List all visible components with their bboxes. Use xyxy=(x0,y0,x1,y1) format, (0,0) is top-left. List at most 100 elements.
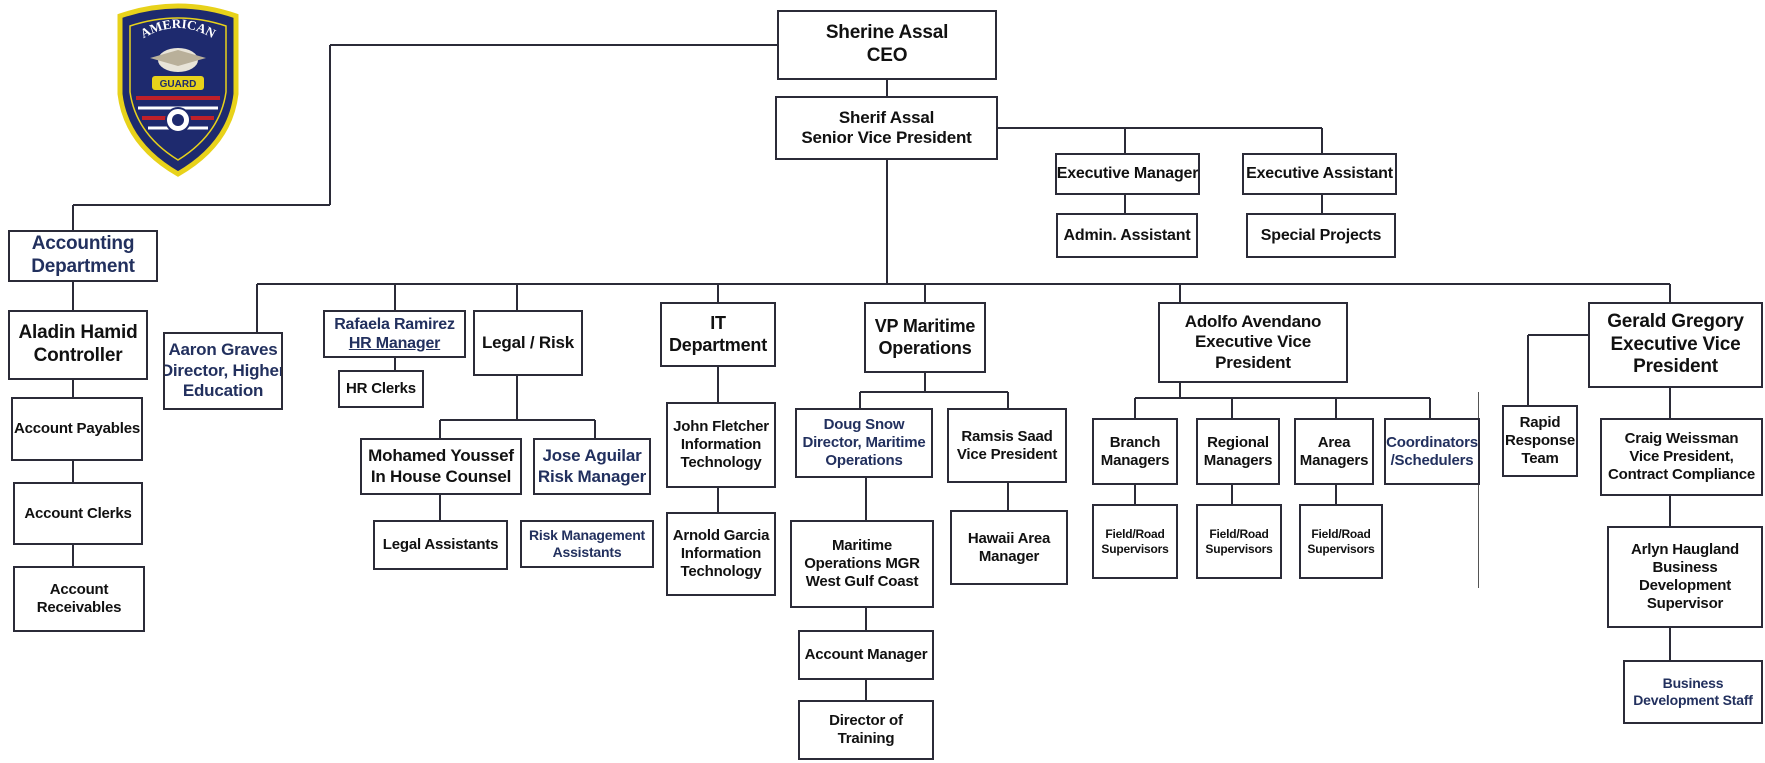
box-garcia-line-3: Technology xyxy=(680,563,762,580)
box-risk-assistants-line-2: Assistants xyxy=(552,544,622,560)
box-training-line-2: Training xyxy=(837,730,895,747)
box-ceo: Sherine Assal CEO xyxy=(777,10,997,80)
box-ceo-line-1: Sherine Assal xyxy=(825,22,949,44)
box-branch: Branch Managers xyxy=(1092,418,1178,485)
box-maritime-mgr-line-2: Operations MGR xyxy=(804,555,920,572)
box-risk-manager: Jose Aguilar Risk Manager xyxy=(533,438,651,495)
box-field-1-line-2: Supervisors xyxy=(1101,541,1169,556)
box-vp-maritime-line-2: Operations xyxy=(878,337,972,358)
box-maritime-mgr-line-3: West Gulf Coast xyxy=(805,573,919,590)
box-doug-line-1: Doug Snow xyxy=(823,416,905,433)
box-adolfo-line-2: Executive Vice xyxy=(1195,332,1311,352)
box-doug: Doug Snow Director, Maritime Operations xyxy=(795,408,933,478)
box-counsel-line-1: Mohamed Youssef xyxy=(368,446,514,466)
box-arlyn-line-4: Supervisor xyxy=(1646,595,1724,612)
box-gerald-line-2: Executive Vice xyxy=(1610,333,1741,355)
box-bizdev-line-1: Business xyxy=(1662,675,1724,692)
box-fletcher-line-3: Technology xyxy=(680,454,762,471)
box-coordinators-line-1: Coordinators xyxy=(1386,433,1478,451)
box-ramsis-line-1: Ramsis Saad xyxy=(961,427,1053,445)
box-arlyn-line-2: Business xyxy=(1652,559,1718,576)
box-arlyn-line-3: Development xyxy=(1639,577,1731,594)
box-ceo-line-2: CEO xyxy=(866,45,908,66)
box-exec-assistant-line-1: Executive Assistant xyxy=(1246,165,1393,183)
box-clerks-line-1: Account Clerks xyxy=(24,504,132,522)
box-svp-line-2: Senior Vice President xyxy=(801,128,972,147)
box-hr-manager: Rafaela Ramirez HR Manager xyxy=(323,310,466,358)
box-clerks: Account Clerks xyxy=(13,482,143,545)
box-area-line-1: Area xyxy=(1317,433,1351,451)
box-controller: Aladin Hamid Controller xyxy=(8,310,148,380)
box-field-2-line-2: Supervisors xyxy=(1205,541,1273,556)
box-field-1: Field/Road Supervisors xyxy=(1092,504,1178,579)
box-coordinators-line-2: /Schedulers xyxy=(1390,451,1474,469)
box-hawaii-line-2: Manager xyxy=(978,547,1040,565)
box-garcia-line-1: Arnold Garcia xyxy=(672,527,770,544)
box-svp: Sherif Assal Senior Vice President xyxy=(775,96,998,160)
box-legal-assistants-line-1: Legal Assistants xyxy=(382,536,499,553)
box-field-3-line-2: Supervisors xyxy=(1307,541,1375,556)
box-rapid-line-1: Rapid xyxy=(1519,414,1561,431)
box-special-projects: Special Projects xyxy=(1246,213,1396,258)
box-exec-assistant: Executive Assistant xyxy=(1242,153,1397,195)
box-regional: Regional Managers xyxy=(1196,418,1280,485)
box-accounting-line-1: Accounting xyxy=(31,233,135,255)
box-bizdev: Business Development Staff xyxy=(1623,660,1763,724)
box-account-manager: Account Manager xyxy=(798,630,934,680)
box-adolfo-line-3: President xyxy=(1215,352,1291,372)
box-fletcher-line-2: Information xyxy=(680,436,762,453)
box-aaron-line-2: Director, Higher xyxy=(163,360,283,380)
box-regional-line-2: Managers xyxy=(1203,451,1273,469)
box-risk-assistants: Risk Management Assistants xyxy=(520,520,654,568)
box-admin-assistant: Admin. Assistant xyxy=(1056,213,1198,258)
box-svp-line-1: Sherif Assal xyxy=(838,107,935,127)
box-accounting: Accounting Department xyxy=(8,230,158,282)
box-area: Area Managers xyxy=(1294,418,1374,485)
box-field-3: Field/Road Supervisors xyxy=(1299,504,1383,579)
box-fletcher-line-1: John Fletcher xyxy=(673,418,769,435)
box-arlyn-line-1: Arlyn Haugland xyxy=(1630,541,1740,558)
box-rapid-line-3: Team xyxy=(1521,450,1559,467)
box-garcia-line-2: Information xyxy=(680,545,762,562)
box-regional-line-1: Regional xyxy=(1207,433,1269,451)
box-rapid-line-2: Response xyxy=(1504,432,1576,449)
box-field-1-line-1: Field/Road xyxy=(1105,527,1165,542)
divider-line xyxy=(1478,392,1479,588)
box-hr-clerks-line-1: HR Clerks xyxy=(346,380,416,397)
box-arlyn: Arlyn Haugland Business Development Supe… xyxy=(1607,526,1763,628)
box-training: Director of Training xyxy=(798,700,934,760)
box-craig-line-2: Vice President, xyxy=(1629,448,1734,465)
box-adolfo-line-1: Adolfo Avendano xyxy=(1184,311,1322,331)
box-field-3-line-1: Field/Road xyxy=(1311,527,1371,542)
box-craig: Craig Weissman Vice President, Contract … xyxy=(1600,418,1763,496)
box-counsel: Mohamed Youssef In House Counsel xyxy=(360,438,522,495)
box-it-line-2: Department xyxy=(668,334,768,355)
box-craig-line-1: Craig Weissman xyxy=(1624,430,1739,447)
box-hr-clerks: HR Clerks xyxy=(338,370,424,408)
box-hawaii: Hawaii Area Manager xyxy=(950,510,1068,585)
box-ramsis: Ramsis Saad Vice President xyxy=(947,408,1067,483)
box-training-line-1: Director of xyxy=(829,712,903,729)
box-controller-line-1: Aladin Hamid xyxy=(18,322,138,344)
box-field-2-line-1: Field/Road xyxy=(1209,527,1269,542)
box-exec-manager: Executive Manager xyxy=(1055,153,1200,195)
box-fletcher: John Fletcher Information Technology xyxy=(666,402,776,488)
box-ramsis-line-2: Vice President xyxy=(956,445,1058,463)
box-doug-line-2: Director, Maritime xyxy=(802,434,926,451)
box-gerald-line-1: Gerald Gregory xyxy=(1607,310,1744,332)
box-it: IT Department xyxy=(660,302,776,367)
box-risk-manager-line-1: Jose Aguilar xyxy=(542,446,642,466)
box-payables: Account Payables xyxy=(11,397,143,461)
box-counsel-line-2: In House Counsel xyxy=(370,466,512,486)
box-maritime-mgr-line-1: Maritime xyxy=(831,537,893,554)
box-area-line-2: Managers xyxy=(1299,451,1369,469)
box-vp-maritime: VP Maritime Operations xyxy=(864,302,986,373)
box-aaron: Aaron Graves Director, Higher Education xyxy=(163,332,283,410)
company-logo-icon: AMERICAN GUARD xyxy=(117,3,239,177)
box-rapid: Rapid Response Team xyxy=(1502,405,1578,477)
box-hawaii-line-1: Hawaii Area xyxy=(967,529,1051,547)
box-field-2: Field/Road Supervisors xyxy=(1196,504,1282,579)
box-coordinators: Coordinators /Schedulers xyxy=(1384,418,1480,485)
box-doug-line-3: Operations xyxy=(825,452,903,469)
